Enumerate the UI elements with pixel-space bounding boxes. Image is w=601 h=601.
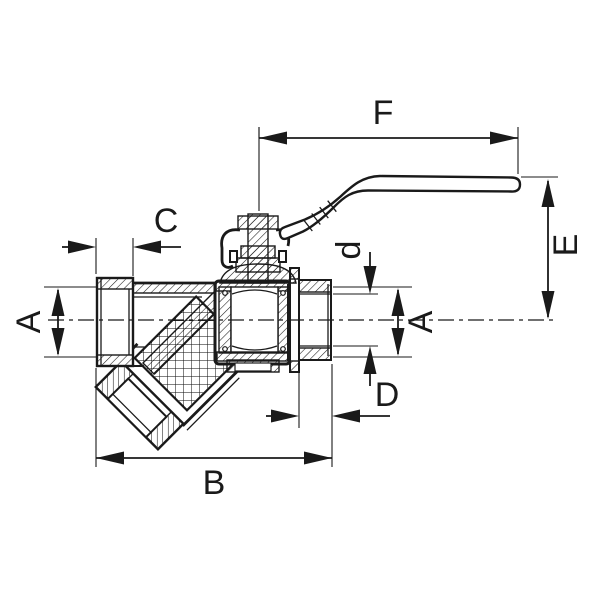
dimension-b: B [95,368,332,502]
dimension-c: C [62,202,181,276]
bonnet-and-stem [219,213,297,284]
strainer-tube-wall-lower [181,368,241,427]
dimension-e: E [521,176,585,319]
dimension-d-thread-length: D [266,362,399,467]
dimension-a-left: A [10,286,96,358]
valve-stem [247,213,269,284]
dim-label-e: E [547,234,585,257]
dim-label-d: d [330,241,368,260]
handle-arm [278,174,522,241]
female-end [95,276,135,368]
dimension-f: F [258,94,519,174]
lever-handle [220,174,522,269]
dim-label-d-length: D [375,376,400,414]
dim-label-c: C [154,202,179,240]
ball-chamber [213,279,292,373]
handle-grip-hatch [303,200,337,232]
dim-label-b: B [203,464,226,502]
dim-label-f: F [373,94,394,132]
dim-label-a-left: A [10,310,48,333]
dimension-d-bore: d [330,241,378,386]
dimension-a-right: A [333,286,440,358]
handle-ear-left [220,228,241,269]
dim-label-a-right: A [402,310,440,333]
strainer-cap [94,359,186,451]
